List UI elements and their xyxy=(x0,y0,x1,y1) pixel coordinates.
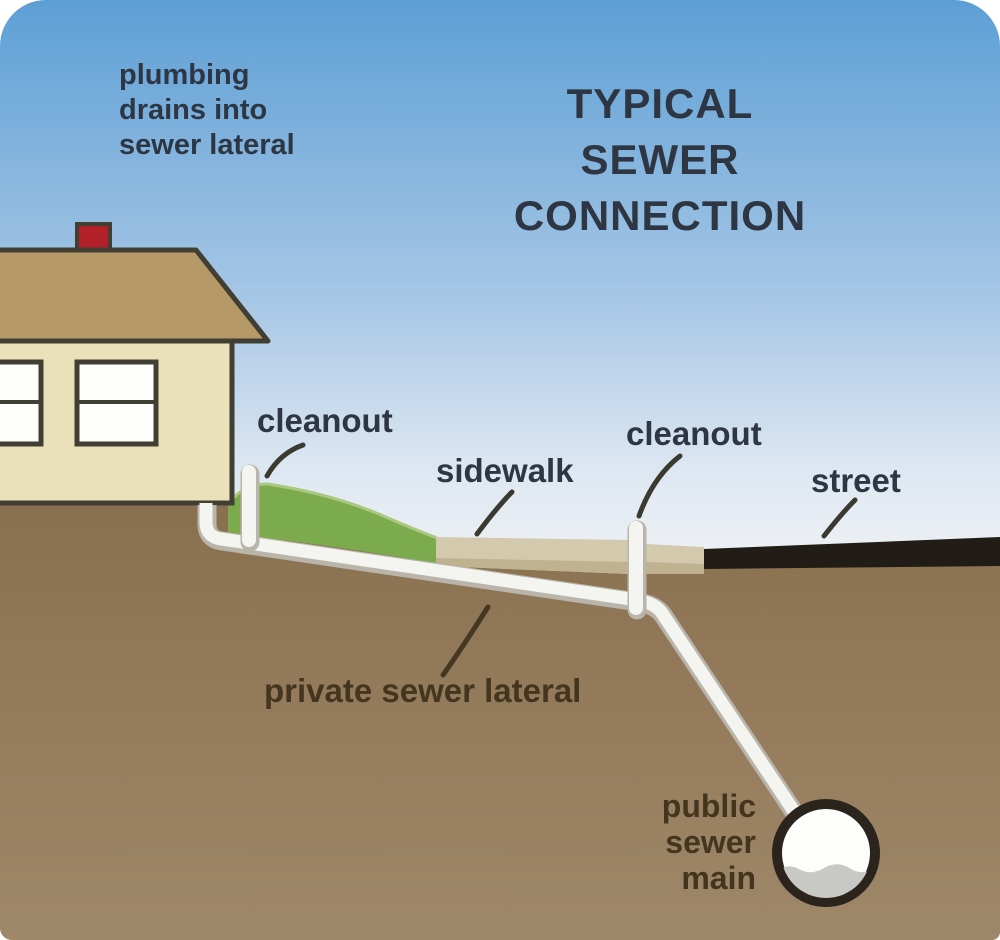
sidewalk-slab-left-shade xyxy=(436,558,629,574)
grass-mound xyxy=(228,483,438,564)
public-main-line1: public xyxy=(661,788,756,824)
street-asphalt xyxy=(704,537,1000,569)
public-main-line3: main xyxy=(681,860,756,896)
leader-cleanout-house xyxy=(264,442,306,479)
title-line2: SEWER xyxy=(580,136,740,183)
house-roof xyxy=(0,247,271,344)
street-label: street xyxy=(811,462,901,499)
sewer-lateral-pipe xyxy=(199,503,807,826)
public-main-line2: sewer xyxy=(665,824,756,860)
leader-street xyxy=(821,497,858,539)
plumbing-label-line1: plumbing xyxy=(119,59,250,91)
public-sewer-main-label: public sewer main xyxy=(558,788,756,896)
cleanout-street-label: cleanout xyxy=(626,415,762,452)
ground-soil xyxy=(0,503,1000,940)
title-line3: CONNECTION xyxy=(513,192,807,239)
sidewalk-slab-right-shade xyxy=(646,562,704,574)
plumbing-label-line2: drains into xyxy=(119,94,268,126)
leader-lines xyxy=(264,442,858,678)
sidewalk-label: sidewalk xyxy=(436,452,574,489)
diagram-title: TYPICAL SEWER CONNECTION xyxy=(460,76,860,244)
plumbing-label-line3: sewer lateral xyxy=(119,129,295,161)
public-sewer-main xyxy=(772,799,880,907)
window-left xyxy=(0,359,44,447)
house xyxy=(0,222,271,506)
leader-cleanout-street xyxy=(636,453,683,519)
sewer-pipes xyxy=(197,464,810,830)
leader-sidewalk xyxy=(474,489,515,537)
plumbing-label: plumbing drains into sewer lateral xyxy=(119,58,295,163)
cleanout-house-label: cleanout xyxy=(257,402,393,439)
private-sewer-lateral-label: private sewer lateral xyxy=(264,672,582,709)
leader-private-lateral xyxy=(440,604,491,678)
window-right xyxy=(74,359,159,447)
sewer-main-water-level xyxy=(781,864,871,898)
title-line1: TYPICAL xyxy=(566,80,754,127)
